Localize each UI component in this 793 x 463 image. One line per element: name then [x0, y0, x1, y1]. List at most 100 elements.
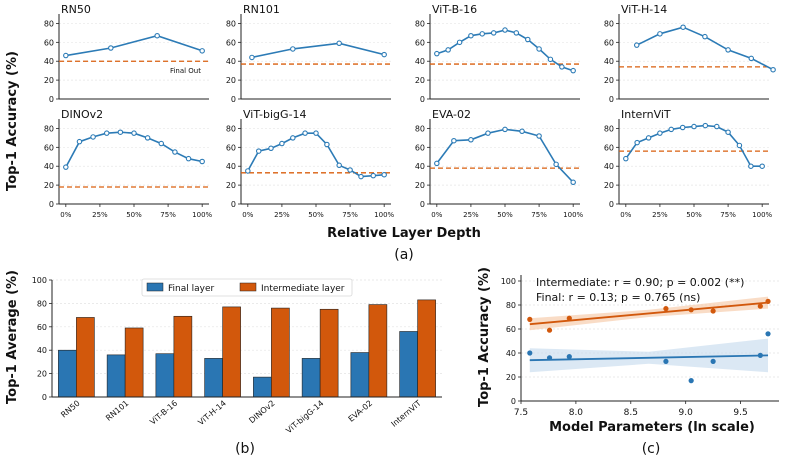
accuracy-point	[144, 135, 151, 141]
y-tick-label: 0	[49, 200, 54, 209]
bar-final	[350, 352, 370, 398]
accuracy-point	[657, 130, 663, 136]
accuracy-point	[290, 46, 296, 52]
x-tick-label: 100%	[192, 211, 212, 219]
point-final	[757, 352, 763, 358]
y-tick-label: 0	[609, 200, 614, 209]
accuracy-point	[570, 67, 576, 74]
accuracy-point	[536, 133, 542, 139]
accuracy-line	[636, 26, 774, 71]
accuracy-line	[251, 42, 385, 59]
legend-label-intermediate: Intermediate layer	[261, 284, 345, 294]
x-tick-label: 25%	[652, 211, 668, 219]
final-out-label: Final Out	[170, 67, 201, 75]
panel-c-ylabel: Top-1 Accuracy (%)	[477, 267, 492, 407]
x-tick-label: 50%	[686, 211, 702, 219]
accuracy-point	[255, 148, 262, 154]
accuracy-point	[381, 171, 387, 178]
accuracy-point	[547, 56, 554, 63]
x-tick-label: 100%	[374, 211, 394, 219]
accuracy-point	[519, 128, 525, 135]
y-tick-label: 80	[226, 124, 236, 133]
x-tick-label: 8.0	[569, 408, 584, 418]
point-intermediate	[688, 307, 694, 313]
y-tick-label: 40	[604, 57, 614, 66]
accuracy-point	[553, 161, 559, 168]
accuracy-point	[199, 48, 205, 54]
accuracy-point	[479, 31, 485, 37]
accuracy-point	[445, 47, 451, 53]
subplot-title: ViT-bigG-14	[243, 108, 307, 121]
accuracy-point	[456, 39, 463, 46]
x-tick-label: 0%	[242, 211, 253, 219]
accuracy-point	[725, 129, 731, 135]
y-tick-label: 0	[420, 200, 425, 209]
annotation-final: Final: r = 0.13; p = 0.765 (ns)	[536, 291, 700, 304]
y-tick-label: 100	[32, 276, 47, 285]
accuracy-point	[249, 54, 255, 61]
y-tick-label: 80	[44, 124, 54, 133]
fit-line-intermediate	[529, 301, 769, 326]
accuracy-line	[436, 128, 574, 183]
x-tick-label: 75%	[531, 211, 547, 219]
y-tick-label: 40	[415, 162, 425, 171]
accuracy-point	[108, 45, 114, 51]
bar-intermediate	[124, 327, 144, 398]
x-tick-label: 100%	[752, 211, 772, 219]
accuracy-point	[468, 137, 474, 143]
x-tick-label: 0%	[431, 211, 442, 219]
y-tick-label: 60	[415, 38, 425, 47]
panel-c-label: (c)	[642, 441, 661, 457]
category-label: EVA-02	[347, 399, 375, 424]
subplot-title: ViT-H-14	[621, 3, 667, 16]
y-tick-label: 20	[604, 76, 614, 85]
subplot-title: ViT-B-16	[432, 3, 477, 16]
subplot-title: InternViT	[621, 108, 671, 121]
fit-line-final	[529, 354, 769, 362]
accuracy-point	[172, 149, 178, 155]
accuracy-point	[302, 130, 308, 136]
accuracy-point	[290, 135, 296, 141]
accuracy-point	[490, 30, 497, 36]
accuracy-point	[725, 47, 731, 53]
y-tick-label: 20	[415, 181, 425, 190]
bar-intermediate	[417, 299, 436, 398]
category-label: InternViT	[389, 399, 423, 429]
y-tick-label: 40	[44, 57, 54, 66]
accuracy-point	[702, 33, 708, 40]
x-tick-label: 75%	[342, 211, 358, 219]
accuracy-point	[324, 141, 330, 148]
panel-a-label: (a)	[394, 247, 414, 263]
bar-final	[399, 331, 418, 398]
y-tick-label: 40	[415, 57, 425, 66]
y-tick-label: 40	[506, 349, 516, 358]
y-tick-label: 0	[231, 200, 236, 209]
y-tick-label: 80	[226, 19, 236, 28]
category-label: ViT-B-16	[148, 399, 179, 427]
accuracy-point	[268, 145, 274, 152]
bar-intermediate	[76, 317, 95, 398]
point-final	[765, 331, 771, 337]
point-final	[566, 354, 572, 360]
accuracy-point	[536, 46, 542, 52]
y-tick-label: 80	[415, 124, 425, 133]
accuracy-point	[434, 50, 440, 57]
x-tick-label: 25%	[274, 211, 290, 219]
category-label: RN50	[59, 399, 81, 420]
point-intermediate	[546, 327, 553, 333]
y-tick-label: 20	[37, 370, 47, 379]
panel-b-ylabel: Top-1 Average (%)	[5, 270, 20, 404]
accuracy-point	[559, 64, 565, 70]
x-tick-label: 50%	[497, 211, 513, 219]
bar-final	[253, 376, 272, 398]
accuracy-point	[702, 122, 709, 129]
point-intermediate	[765, 298, 771, 304]
bar-final	[301, 358, 321, 398]
category-label: ViT-H-14	[196, 399, 228, 428]
